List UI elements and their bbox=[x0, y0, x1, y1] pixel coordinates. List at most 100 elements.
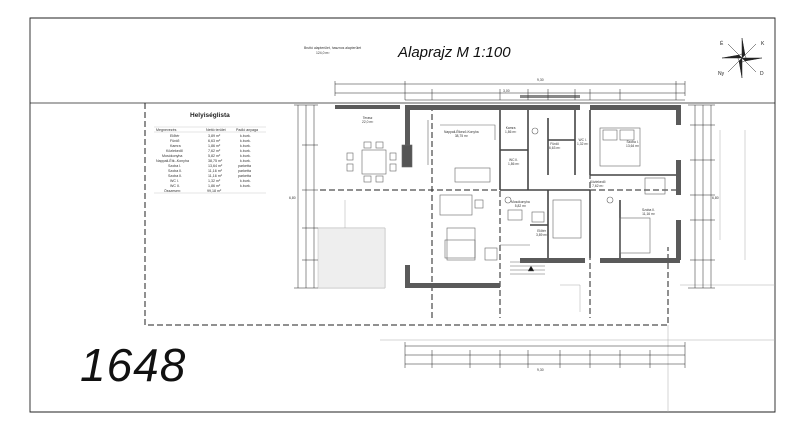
row-name: Szoba II. bbox=[168, 169, 183, 173]
room-list-row: Szoba I. 13,64 m² parketta bbox=[156, 164, 268, 169]
room-list-header: Megnevezés Nettó terület Padló anyaga bbox=[156, 128, 268, 133]
room-name: Szoba II. bbox=[642, 208, 656, 212]
row-name: Mosókonyha bbox=[162, 154, 183, 158]
room-list-header-name: Megnevezés bbox=[156, 128, 177, 132]
room-area: 3,89 m² bbox=[536, 233, 548, 237]
row-name: Összesen: bbox=[164, 189, 181, 193]
svg-text:É: É bbox=[720, 40, 724, 47]
living-furniture bbox=[427, 120, 498, 261]
row-floor: k.burk. bbox=[240, 149, 251, 153]
row-floor: parketta bbox=[238, 164, 251, 168]
dim-right-total: 6,80 bbox=[712, 196, 719, 200]
room-name: Nappali-Étkező-Konyha bbox=[444, 130, 479, 134]
row-area: 38,75 m² bbox=[208, 159, 223, 163]
room-area: 13,64 m² bbox=[626, 144, 640, 148]
row-area: 6,63 m² bbox=[208, 139, 221, 143]
svg-text:K: K bbox=[761, 41, 765, 47]
room-area: 6,63 m² bbox=[549, 146, 561, 150]
room-area: 11,16 m² bbox=[642, 212, 655, 216]
room-label-szoba1: Szoba I.13,64 m² bbox=[626, 140, 639, 148]
row-area: 1,86 m² bbox=[208, 144, 221, 148]
room-list-row: WC II. 1,86 m² k.burk. bbox=[156, 184, 268, 189]
room-name: Szoba I. bbox=[626, 140, 639, 144]
room-name: Közlekedő bbox=[590, 180, 606, 184]
room-name: Mosókonyha bbox=[511, 200, 530, 204]
bottom-dimensions bbox=[404, 342, 686, 368]
dim-top-total: 9,30 bbox=[537, 78, 544, 82]
interior-walls bbox=[499, 110, 676, 258]
room-list-row: Fürdő 6,63 m² k.burk. bbox=[156, 139, 268, 144]
room-name: Terasz bbox=[362, 116, 373, 120]
row-name: Nappali-Étk.-Konyha bbox=[156, 159, 189, 163]
room-list-title: Helyiséglista bbox=[190, 112, 230, 119]
row-floor: k.burk. bbox=[240, 184, 251, 188]
drawing-title: Alaprajz M 1:100 bbox=[398, 44, 511, 61]
row-floor: parketta bbox=[238, 169, 251, 173]
room-area: 1,86 m² bbox=[508, 162, 520, 166]
room-area: 5,82 m² bbox=[514, 204, 526, 208]
svg-text:D: D bbox=[760, 71, 764, 77]
dim-left-total: 6,80 bbox=[289, 196, 296, 200]
room-list-row: Kamra 1,86 m² k.burk. bbox=[156, 144, 268, 149]
room-list-header-floor: Padló anyaga bbox=[236, 128, 258, 132]
room-list-row: Szoba II. 11,16 m² parketta bbox=[156, 169, 268, 174]
dim-bottom-total: 9,30 bbox=[537, 368, 544, 372]
row-floor: k.burk. bbox=[240, 134, 251, 138]
left-dimensions bbox=[294, 104, 318, 289]
row-floor: k.burk. bbox=[240, 144, 251, 148]
room-name: WC I. bbox=[578, 138, 587, 142]
row-floor: k.burk. bbox=[240, 179, 251, 183]
row-floor: parketta bbox=[238, 174, 251, 178]
site-lines bbox=[318, 130, 775, 412]
top-dimensions bbox=[334, 81, 686, 101]
room-list-row: Nappali-Étk.-Konyha 38,75 m² k.burk. bbox=[156, 159, 268, 164]
room-list-row: Előtér 3,89 m² k.burk. bbox=[156, 134, 268, 139]
room-list-row: WC I. 1,32 m² k.burk. bbox=[156, 179, 268, 184]
dim-top-mid: 3,00 bbox=[503, 89, 510, 93]
row-area: 1,32 m² bbox=[208, 179, 221, 183]
north-arrow: É K Ny D bbox=[718, 37, 765, 79]
room-name: Kamra bbox=[505, 126, 516, 130]
row-name: Fürdő bbox=[170, 139, 180, 143]
terrace-paving bbox=[317, 227, 386, 289]
row-area: 11,16 m² bbox=[208, 169, 222, 173]
row-area: 5,82 m² bbox=[208, 154, 221, 158]
row-area: 99,18 m² bbox=[207, 189, 222, 193]
room-area: 38,75 m² bbox=[454, 134, 468, 138]
row-name: Szoba I. bbox=[168, 164, 182, 168]
room-area: 7,62 m² bbox=[592, 184, 604, 188]
room-list-total: Összesen: 99,18 m² bbox=[156, 189, 268, 194]
row-area: 1,86 m² bbox=[208, 184, 221, 188]
room-name: Fürdő bbox=[550, 142, 559, 146]
room-name: WC II. bbox=[509, 158, 519, 162]
room-area: 1,86 m² bbox=[505, 130, 517, 134]
sheet-frame bbox=[29, 17, 776, 413]
exterior-walls bbox=[335, 95, 681, 288]
row-area: 13,64 m² bbox=[208, 164, 223, 168]
right-dimensions bbox=[688, 104, 715, 289]
room-list-header-area: Nettó terület bbox=[206, 128, 226, 132]
row-name: Szoba II. bbox=[168, 174, 183, 178]
room-name: Előtér bbox=[537, 229, 546, 233]
entrance-steps bbox=[500, 244, 545, 275]
dining-set bbox=[346, 141, 413, 183]
room-list-row: Közlekedő 7,62 m² k.burk. bbox=[156, 149, 268, 154]
row-floor: k.burk. bbox=[240, 154, 251, 158]
room-area: 1,32 m² bbox=[577, 142, 589, 146]
svg-text:Ny: Ny bbox=[718, 71, 725, 77]
row-name: WC I. bbox=[170, 179, 179, 183]
row-area: 7,62 m² bbox=[208, 149, 221, 153]
plan-number: 1648 bbox=[80, 339, 187, 391]
row-name: Előtér bbox=[170, 134, 180, 138]
header-note-line-1: Bruttó alapterület, hasznos alapterület bbox=[304, 46, 362, 50]
room-list-row: Mosókonyha 5,82 m² k.burk. bbox=[156, 154, 268, 159]
room-list-frame bbox=[154, 126, 266, 194]
